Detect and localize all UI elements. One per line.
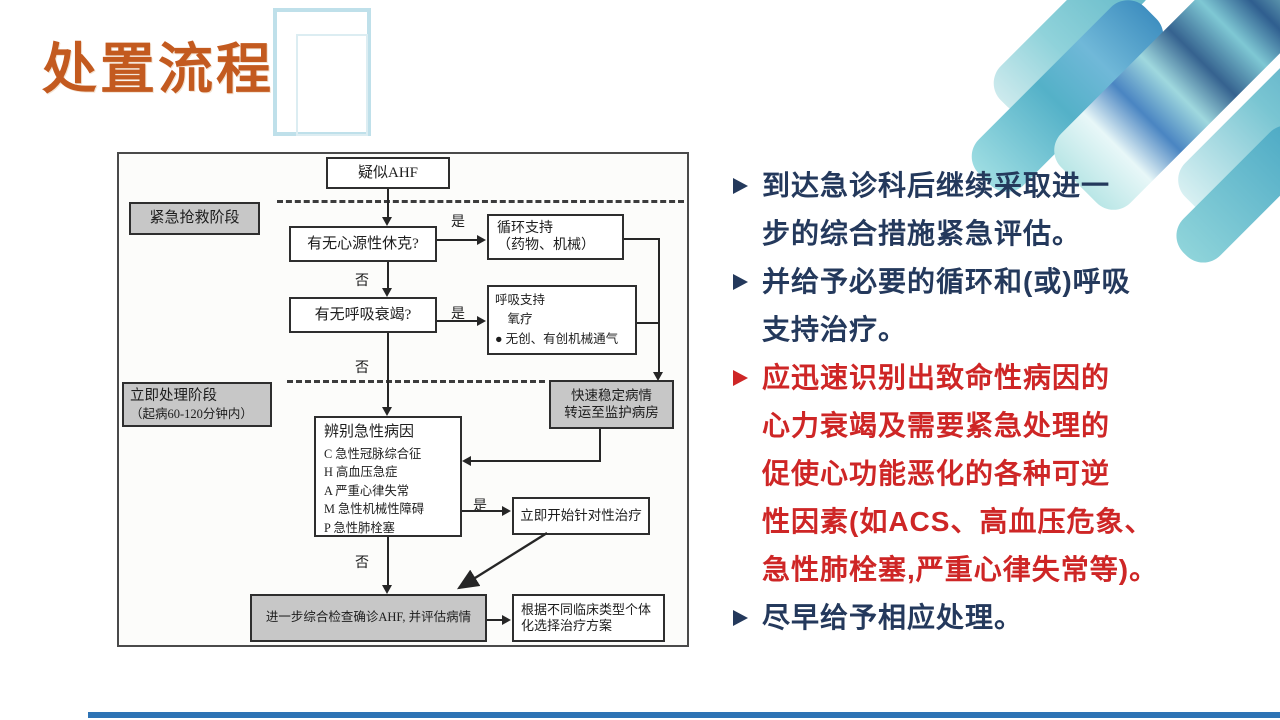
bullet-item: 应迅速识别出致命性病因的 心力衰竭及需要紧急处理的 促使心功能恶化的各种可逆 性…	[733, 354, 1203, 594]
arrow-bullet-icon	[733, 274, 748, 290]
arrow-down-icon	[382, 407, 392, 416]
arrow-right-icon	[477, 316, 486, 326]
flow-line	[487, 619, 505, 621]
stage2-line1: 立即处理阶段	[130, 387, 217, 404]
bullet-text: 尽早给予相应处理。	[762, 602, 1024, 633]
label-no: 否	[353, 357, 371, 377]
etiology-item: C 急性冠脉综合征	[324, 446, 422, 461]
etiology-item: M 急性机械性障碍	[324, 502, 425, 517]
node-respiratory-failure-question: 有无呼吸衰竭?	[289, 297, 437, 333]
node-confirm-ahf: 进一步综合检查确诊AHF, 并评估病情	[250, 594, 487, 642]
stage-label-emergency-rescue: 紧急抢救阶段	[129, 202, 260, 235]
page-title: 处置流程	[42, 38, 275, 100]
arrow-bullet-icon	[733, 610, 748, 626]
flow-line	[437, 239, 479, 241]
flow-line	[387, 333, 389, 409]
node-suspected-ahf: 疑似AHF	[326, 157, 450, 189]
flow-line	[469, 460, 601, 462]
arrow-right-icon	[502, 615, 511, 625]
bullets-panel: 到达急诊科后继续采取进一 步的综合措施紧急评估。 并给予必要的循环和(或)呼吸 …	[733, 162, 1203, 642]
bullet-text: 到达急诊科后继续采取进一 步的综合措施紧急评估。	[762, 170, 1111, 249]
etiology-item: A 严重心律失常	[324, 483, 410, 498]
node-treatment-plan: 根据不同临床类型个体 化选择治疗方案	[512, 594, 665, 642]
label-yes: 是	[449, 211, 467, 231]
title-accent-rect-inner	[296, 34, 368, 136]
bullet-text: 并给予必要的循环和(或)呼吸 支持治疗。	[762, 266, 1131, 345]
flow-line	[637, 322, 660, 324]
etiology-item: P 急性肺栓塞	[324, 520, 395, 535]
dashed-separator	[277, 200, 684, 203]
stage2-line2: （起病60-120分钟内）	[130, 406, 253, 421]
diagonal-flow-arrow	[456, 531, 548, 590]
arrow-down-icon	[653, 372, 663, 381]
bullet-item: 并给予必要的循环和(或)呼吸 支持治疗。	[733, 258, 1203, 354]
node-identify-etiology: 辨别急性病因	[324, 424, 415, 440]
node-stabilize-transfer: 快速稳定病情 转运至监护病房	[549, 380, 674, 429]
bullet-text: 应迅速识别出致命性病因的 心力衰竭及需要紧急处理的 促使心功能恶化的各种可逆 性…	[762, 362, 1159, 585]
flowchart-image: 疑似AHF 紧急抢救阶段 有无心源性休克? 循环支持 （药物、机械） 有无呼吸衰…	[117, 152, 689, 647]
label-no: 否	[353, 552, 371, 572]
node-targeted-treatment: 立即开始针对性治疗	[512, 497, 650, 535]
arrow-down-icon	[382, 288, 392, 297]
arrow-down-icon	[382, 217, 392, 226]
flow-line	[437, 320, 479, 322]
arrow-right-icon	[477, 235, 486, 245]
arrow-down-icon	[382, 585, 392, 594]
etiology-item: H 高血压急症	[324, 465, 398, 480]
flow-line	[387, 262, 389, 290]
node-circulation-support: 循环支持 （药物、机械）	[487, 214, 624, 260]
bottom-accent-bar	[88, 712, 1280, 718]
arrow-bullet-icon	[733, 178, 748, 194]
bullet-item: 到达急诊科后继续采取进一 步的综合措施紧急评估。	[733, 162, 1203, 258]
arrow-right-icon	[502, 506, 511, 516]
flow-line	[387, 189, 389, 220]
bullet-item: 尽早给予相应处理。	[733, 594, 1203, 642]
flow-line	[599, 429, 601, 461]
stage-label-immediate-treatment: 立即处理阶段 （起病60-120分钟内）	[130, 387, 253, 423]
dashed-separator	[287, 380, 545, 383]
node-cardiogenic-shock-question: 有无心源性休克?	[289, 226, 437, 262]
label-yes: 是	[471, 495, 489, 515]
flow-line	[462, 510, 504, 512]
node-respiratory-support: 呼吸支持 氧疗 ● 无创、有创机械通气	[487, 285, 637, 355]
arrow-left-icon	[462, 456, 471, 466]
label-no: 否	[353, 270, 371, 290]
label-yes: 是	[449, 303, 467, 323]
flow-line	[658, 238, 660, 374]
arrow-bullet-icon	[733, 370, 748, 386]
flow-line	[624, 238, 660, 240]
flow-line	[387, 537, 389, 587]
